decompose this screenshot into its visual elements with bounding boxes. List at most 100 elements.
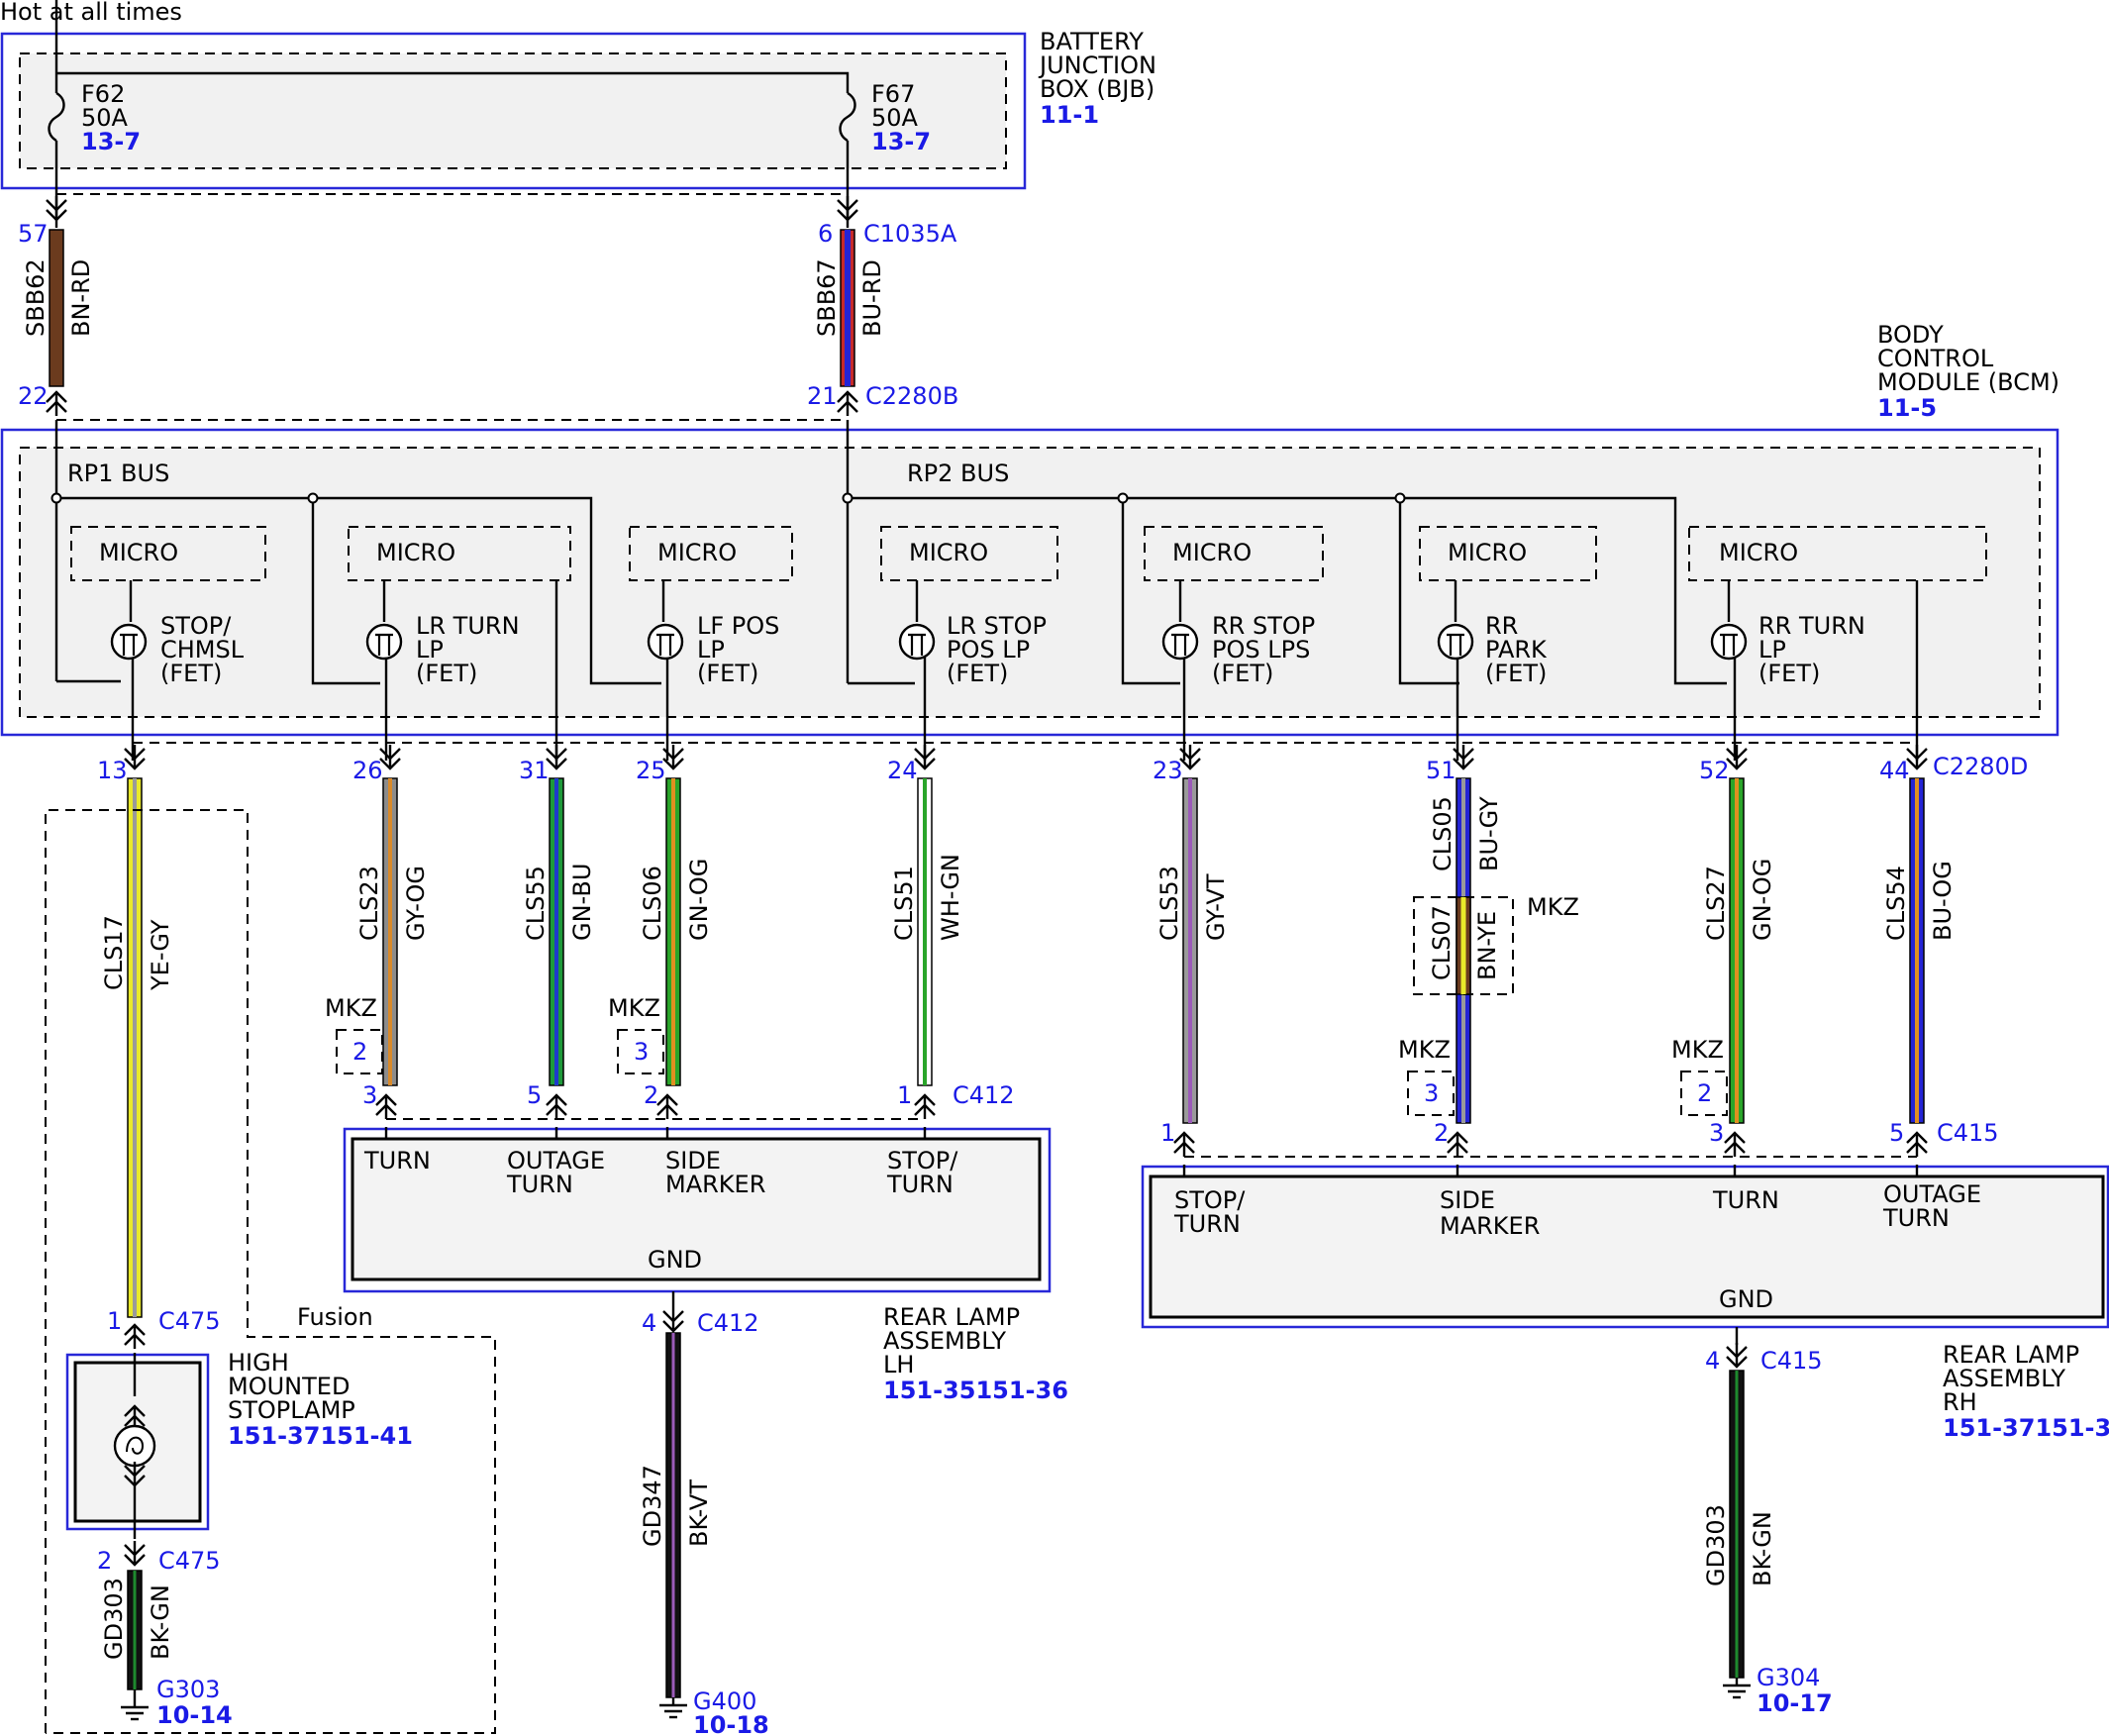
bcm-pin-connector-2 <box>378 743 402 770</box>
wire-sbb67-color: BU-RD <box>858 259 886 337</box>
fuse-f67: F67 50A 13-7 <box>839 80 931 228</box>
fuse-f62-ref[interactable]: 13-7 <box>81 128 141 155</box>
micro-box-6 <box>1419 526 1597 581</box>
hmsl-ref-link[interactable]: 151-37151-41 <box>228 1422 413 1450</box>
lh-ground-wire: 4 C412 GD347 BK-VT G400 10-18 <box>639 1291 769 1736</box>
wire-sbb62: 57 SBB62 BN-RD 22 <box>18 194 95 418</box>
fet-stop-chmsl: STOP/ CHMSL (FET) <box>110 612 245 687</box>
rh-gnd-color: BK-GN <box>1749 1511 1776 1586</box>
rh-term-outage-1: OUTAGE <box>1883 1180 1981 1208</box>
hmsl-conn-top: C475 <box>158 1307 221 1335</box>
cls07-mkz-label: MKZ <box>1527 893 1579 921</box>
bcm-ref-link[interactable]: 11-5 <box>1877 394 1937 422</box>
wire-sbb67: 6 C1035A SBB67 BU-RD 21 C2280B <box>807 194 958 418</box>
fet-3-line-3: (FET) <box>697 660 758 687</box>
bcm-pin-connector-3 <box>545 743 568 770</box>
rh-term-outage-2: TURN <box>1882 1204 1950 1232</box>
micro-label-1: MICRO <box>99 539 178 566</box>
bjb-title-1: BATTERY <box>1040 28 1144 55</box>
bcm-pin-connector-8 <box>1725 743 1749 770</box>
lh-term-side-2: MARKER <box>665 1171 765 1198</box>
micro-label-4: MICRO <box>909 539 988 566</box>
lh-pin-side: 2 <box>644 1081 658 1109</box>
fet-3-line-2: LP <box>697 636 725 664</box>
mkz-cls06: MKZ 3 <box>608 994 664 1074</box>
bjb-ref-link[interactable]: 11-1 <box>1040 101 1099 129</box>
lh-title-3: LH <box>883 1351 914 1379</box>
rh-pin-turn: 3 <box>1709 1119 1724 1147</box>
fusion-group-label: Fusion <box>297 1303 373 1331</box>
hmsl-title-1: HIGH <box>228 1349 289 1377</box>
lh-gnd-label: GND <box>648 1246 702 1274</box>
rh-ref-link[interactable]: 151-37151-38 <box>1943 1414 2109 1442</box>
fet-2-line-1: LR TURN <box>416 612 520 640</box>
mkz-cls27-pin: 2 <box>1697 1079 1712 1107</box>
fet-rr-turn: RR TURN LP (FET) <box>1710 612 1865 687</box>
wire-cls23-color: GY-OG <box>402 866 430 941</box>
fet-lr-stop: LR STOP POS LP (FET) <box>898 612 1047 687</box>
fet-2-line-3: (FET) <box>416 660 477 687</box>
wire-cls17-circuit: CLS17 <box>100 915 128 990</box>
micro-box-5 <box>1144 526 1324 581</box>
lh-gnd-connector: C412 <box>697 1309 759 1337</box>
fet-1-line-2: CHMSL <box>160 636 245 664</box>
wire-sbb67-circuit: SBB67 <box>813 258 841 337</box>
mkz-cls05-label: MKZ <box>1398 1036 1451 1064</box>
rh-term-turn: TURN <box>1712 1186 1779 1214</box>
fet-lf-pos: LF POS LP (FET) <box>647 612 779 687</box>
rh-ground-ref[interactable]: 10-17 <box>1757 1689 1833 1717</box>
fet-7-line-2: LP <box>1758 636 1786 664</box>
mkz-cls05: MKZ 3 <box>1398 1036 1455 1116</box>
bjb-title-2: JUNCTION <box>1038 51 1156 79</box>
wire-cls53-circuit: CLS53 <box>1155 866 1183 941</box>
hmsl-pin-bottom: 2 <box>97 1547 112 1575</box>
fet-5-line-3: (FET) <box>1212 660 1273 687</box>
rh-term-side-1: SIDE <box>1440 1186 1495 1214</box>
bcm-pin-number-4: 25 <box>636 757 666 784</box>
fuse-f67-id: F67 <box>871 80 915 108</box>
wire-cls27-color: GN-OG <box>1749 859 1776 941</box>
wire-sbb67-conn-bottom: C2280B <box>865 382 958 410</box>
lh-term-turn: TURN <box>363 1147 431 1174</box>
hmsl-gnd-circuit: GD303 <box>100 1578 128 1660</box>
fet-6-line-3: (FET) <box>1485 660 1547 687</box>
bcm-pin-number-5: 24 <box>887 757 918 784</box>
lh-term-outage-1: OUTAGE <box>507 1147 605 1174</box>
fuse-bus <box>56 71 850 93</box>
wire-cls06-color: GN-OG <box>685 859 713 941</box>
lh-term-outage-2: TURN <box>506 1171 573 1198</box>
hmsl-pin-top: 1 <box>107 1307 122 1335</box>
bcm-pin-number-3: 31 <box>519 757 550 784</box>
micro-box-7 <box>1688 526 1987 581</box>
lh-ref-link[interactable]: 151-35151-36 <box>883 1377 1068 1404</box>
mkz-cls23-pin: 2 <box>352 1038 367 1066</box>
micro-label-3: MICRO <box>657 539 737 566</box>
body-control-module: BODY CONTROL MODULE (BCM) 11-5 RP1 BUS R… <box>0 321 2059 761</box>
bcm-title-3: MODULE (BCM) <box>1877 368 2059 396</box>
lamp-bulb-icon <box>113 1424 156 1468</box>
wire-cls23-circuit: CLS23 <box>355 866 383 941</box>
micro-label-6: MICRO <box>1448 539 1527 566</box>
fet-5-line-2: POS LPS <box>1212 636 1310 664</box>
rear-lamp-lh: 3 5 2 1 C412 TURN OUTAGE TURN SIDE MARKE… <box>343 1081 1068 1404</box>
mkz-cls23-label: MKZ <box>325 994 377 1022</box>
mkz-cls06-label: MKZ <box>608 994 660 1022</box>
hmsl-ground-ref[interactable]: 10-14 <box>156 1701 233 1729</box>
micro-box-1 <box>70 526 266 581</box>
fuse-f67-ref[interactable]: 13-7 <box>871 128 931 155</box>
rh-gnd-label: GND <box>1719 1285 1773 1313</box>
wire-cls54-circuit: CLS54 <box>1882 866 1910 941</box>
fet-2-line-2: LP <box>416 636 444 664</box>
wire-cls53-color: GY-VT <box>1202 873 1230 941</box>
lh-gnd-color: BK-VT <box>685 1480 713 1547</box>
bcm-outline <box>0 428 2059 737</box>
lh-pin-stop: 1 <box>897 1081 912 1109</box>
lh-ground-ref[interactable]: 10-18 <box>693 1711 769 1736</box>
rh-pin-outage: 5 <box>1889 1119 1904 1147</box>
micro-box-4 <box>880 526 1058 581</box>
fusion-dashed-group <box>45 809 496 1734</box>
wire-sbb67-pin-bottom: 21 <box>807 382 838 410</box>
